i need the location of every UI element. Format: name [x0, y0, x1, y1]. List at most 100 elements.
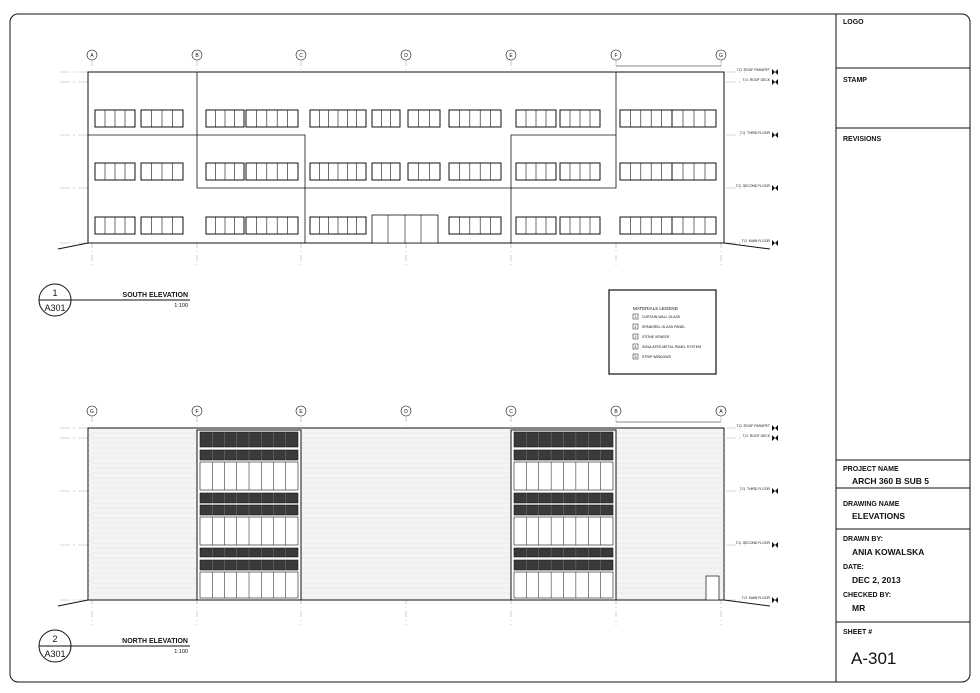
- legend-key: 2: [635, 325, 637, 329]
- date: DEC 2, 2013: [852, 575, 901, 585]
- sheet-border: [9, 13, 971, 683]
- checked-by-label: CHECKED BY:: [843, 592, 891, 599]
- title-block: LOGO STAMP REVISIONS PROJECT NAME ARCH 3…: [835, 14, 970, 682]
- level-label: T.O. ROOF DECK: [743, 78, 771, 82]
- strip-window: [619, 216, 673, 235]
- grid-bubble: [400, 49, 412, 61]
- grid-bubble: [86, 405, 98, 417]
- project-name: ARCH 360 B SUB 5: [852, 476, 929, 486]
- legend-key: 3: [635, 335, 637, 339]
- sheet-number: A-301: [851, 649, 896, 668]
- strip-window: [619, 109, 673, 128]
- strip-window: [448, 216, 502, 235]
- grid-label: G: [90, 409, 94, 415]
- strip-window: [371, 109, 401, 128]
- sheet-label: SHEET #: [843, 629, 872, 636]
- grid-bubble: [191, 49, 203, 61]
- grid-label: D: [404, 409, 408, 415]
- legend-label: STRIP WINDOWS: [642, 355, 672, 359]
- building-outline: [87, 71, 725, 244]
- level-marker-icon: [772, 185, 778, 191]
- date-label: DATE:: [843, 564, 864, 571]
- ground-line: [57, 599, 771, 607]
- view-sheet: A301: [44, 303, 65, 313]
- level-label: T.O. THIRD FLOOR: [740, 131, 771, 135]
- ground-line: [57, 242, 771, 250]
- legend-title: MATERIALS LEGEND: [633, 306, 679, 311]
- legend-label: SPANDREL GLASS PANEL: [642, 325, 685, 329]
- view-title-north: 2 A301 NORTH ELEVATION 1:100: [38, 629, 190, 663]
- view-scale: 1:100: [174, 649, 188, 655]
- project-name-label: PROJECT NAME: [843, 466, 899, 473]
- legend-key-box: [632, 313, 639, 320]
- grid-bubble: [295, 405, 307, 417]
- grid-bubble: [715, 49, 727, 61]
- strip-window: [371, 162, 401, 181]
- grid-label: B: [195, 53, 199, 59]
- level-marker-icon: [772, 132, 778, 138]
- level-marker-icon: [772, 488, 778, 494]
- grid-label: F: [195, 409, 198, 415]
- legend-label: INSULATED METAL PANEL SYSTEM: [642, 345, 701, 349]
- legend-item: 3 STONE VENEER: [632, 333, 670, 340]
- grid-label: C: [299, 53, 303, 59]
- grid-bubble: [505, 49, 517, 61]
- legend-label: CURTAIN WALL GLASS: [642, 315, 681, 319]
- level-marker-icon: [772, 79, 778, 85]
- level-label: T.O. ROOF PARAPET: [737, 424, 770, 428]
- level-marker-icon: [772, 542, 778, 548]
- strip-window: [245, 216, 299, 235]
- view-number: 2: [52, 634, 57, 644]
- view-title-south: 1 A301 SOUTH ELEVATION 1:100: [38, 283, 190, 317]
- grid-label: F: [614, 53, 617, 59]
- legend-item: 5 STRIP WINDOWS: [632, 353, 672, 360]
- strip-window: [245, 109, 299, 128]
- strip-window: [619, 162, 673, 181]
- legend-key: 4: [635, 345, 637, 349]
- strip-window: [407, 109, 441, 128]
- logo-label: LOGO: [843, 19, 864, 26]
- stamp-label: STAMP: [843, 77, 867, 84]
- drawn-by: ANIA KOWALSKA: [852, 547, 924, 557]
- legend-key-box: [632, 323, 639, 330]
- legend-item: 4 INSULATED METAL PANEL SYSTEM: [632, 343, 701, 350]
- grid-label: E: [299, 409, 303, 415]
- level-marker-icon: [772, 425, 778, 431]
- revisions-label: REVISIONS: [843, 136, 881, 143]
- grid-bubble: [715, 405, 727, 417]
- legend-key: 5: [635, 355, 637, 359]
- view-title: SOUTH ELEVATION: [123, 292, 188, 299]
- view-scale: 1:100: [174, 303, 188, 309]
- level-marker-icon: [772, 435, 778, 441]
- level-label: T.O. MAIN FLOOR: [742, 596, 771, 600]
- grid-label: B: [614, 409, 618, 415]
- grid-label: C: [509, 409, 513, 415]
- legend-label: STONE VENEER: [642, 335, 670, 339]
- grid-label: D: [404, 53, 408, 59]
- view-title: NORTH ELEVATION: [122, 638, 188, 645]
- grid-bubble: [505, 405, 517, 417]
- grid-bubble: [86, 49, 98, 61]
- legend-key-box: [632, 353, 639, 360]
- drawing-name: ELEVATIONS: [852, 511, 905, 521]
- level-marker-icon: [772, 597, 778, 603]
- drawn-by-label: DRAWN BY:: [843, 536, 883, 543]
- level-label: T.O. SECOND FLOOR: [736, 184, 771, 188]
- grid-bubble: [191, 405, 203, 417]
- grid-label: E: [509, 53, 513, 59]
- building-outline: [87, 427, 725, 601]
- legend-item: 2 SPANDREL GLASS PANEL: [632, 323, 685, 330]
- grid-bubble: [295, 49, 307, 61]
- massing-lines: [88, 72, 617, 243]
- level-marker-icon: [772, 69, 778, 75]
- level-label: T.O. THIRD FLOOR: [740, 487, 771, 491]
- view-number: 1: [52, 288, 57, 298]
- grid-label: A: [90, 53, 94, 59]
- strip-window: [407, 162, 441, 181]
- level-label: T.O. ROOF PARAPET: [737, 68, 770, 72]
- drawing-name-label: DRAWING NAME: [843, 501, 900, 508]
